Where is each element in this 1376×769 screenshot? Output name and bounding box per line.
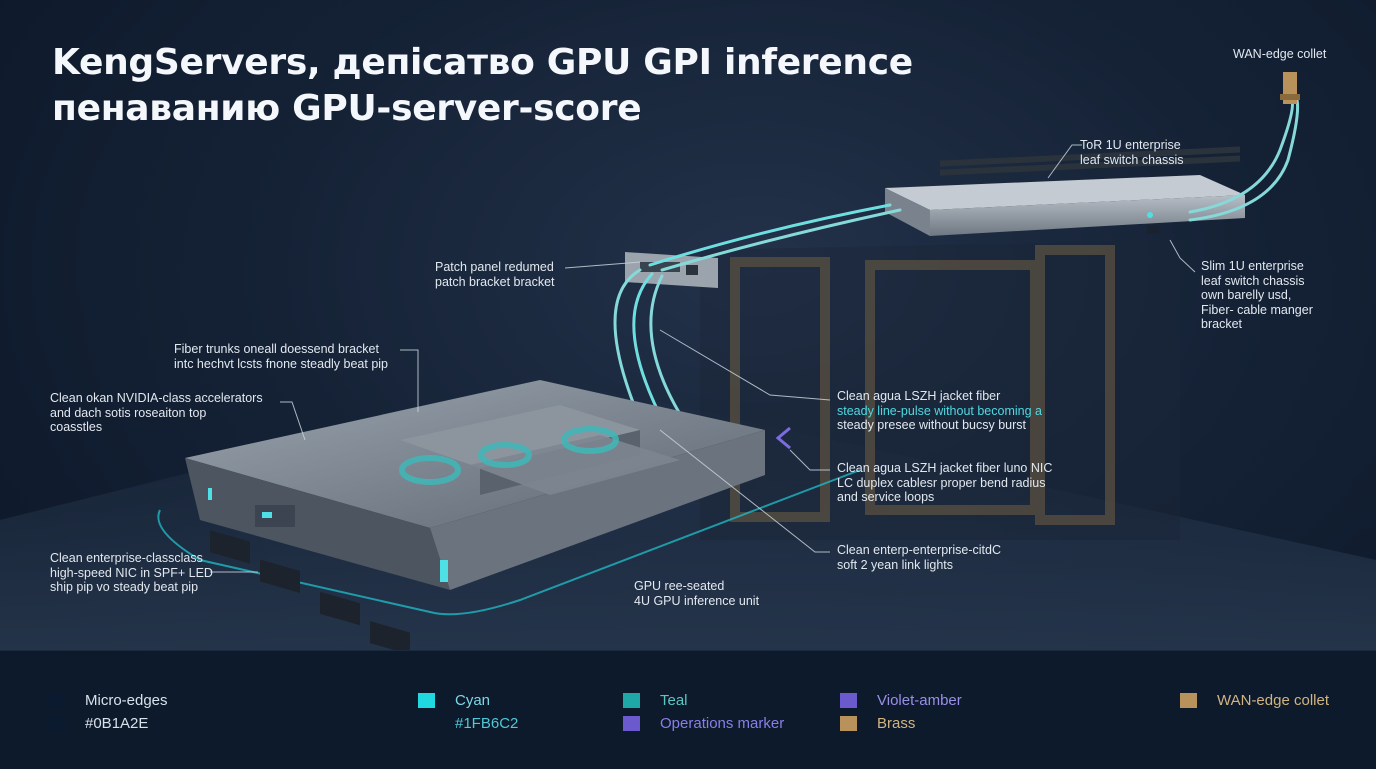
legend-teal: Teal [623,692,688,709]
legend-cyan-hex: #1FB6C2 [418,715,518,732]
tor-switch [885,146,1245,236]
callout-aqua-fiber-1: Clean agua LSZH jacket fiber steady line… [837,389,1042,432]
callout-fiber-trunks: Fiber trunks oneall doessend bracket int… [174,342,389,371]
cyan-floor-outline [157,469,861,616]
operations-marker-chevron [775,426,791,450]
fiber-glow [633,204,891,426]
gpu-server-chassis [185,380,765,650]
legend-swatch [623,693,640,708]
legend-swatch [623,716,640,731]
legend-micro-edges-hex: #0B1A2E [48,715,148,732]
legend-swatch [1180,693,1197,708]
callout-slim-switch: Slim 1U enterprise leaf switch chassis o… [1201,259,1313,331]
legend-wan-edge-collet: WAN-edge collet [1180,692,1329,709]
legend-swatch [418,693,435,708]
legend-swatch [840,693,857,708]
callout-patch-panel: Patch panel redumed patch bracket bracke… [435,260,555,289]
title-line-1: KengServers, депісатво GPU GPI inference [52,42,913,83]
legend-cyan: Cyan [418,692,490,709]
callout-aqua-fiber-2: Clean agua LSZH jacket fiber luno NIC LC… [837,461,1053,504]
callout-accelerators: Clean okan NVIDIA-class accelerators and… [50,391,263,434]
legend-brass: Brass [840,715,915,732]
legend-swatch-empty [418,716,435,731]
legend-micro-edges: Micro-edges [48,692,168,709]
callout-nic-led: Clean enterprise-classclass high-speed N… [50,551,213,594]
callout-tor-switch: ToR 1U enterprise leaf switch chassis [1080,138,1184,167]
callout-leader-lines [210,144,1196,573]
page-title: KengServers, депісатво GPU GPI inference… [52,40,913,132]
callout-wan-edge: WAN-edge collet [1233,47,1327,61]
wan-collet [1280,72,1300,104]
legend-swatch [840,716,857,731]
legend-swatch [48,716,65,731]
callout-gpu-unit: GPU ree-seated 4U GPU inference unit [634,579,760,608]
legend-swatch [48,693,65,708]
callout-link-lights: Clean enterp-enterprise-citdC soft 2 yea… [837,543,1001,572]
legend-operations-marker: Operations marker [623,715,784,732]
brass-frame-structure [730,245,1115,525]
title-line-2: пенаванию GPU-server-score [52,88,642,129]
color-legend: Micro-edges #0B1A2E Cyan #1FB6C2 Teal Op… [0,650,1376,769]
server-scene-illustration [0,72,1376,650]
legend-violet-amber: Violet-amber [840,692,962,709]
